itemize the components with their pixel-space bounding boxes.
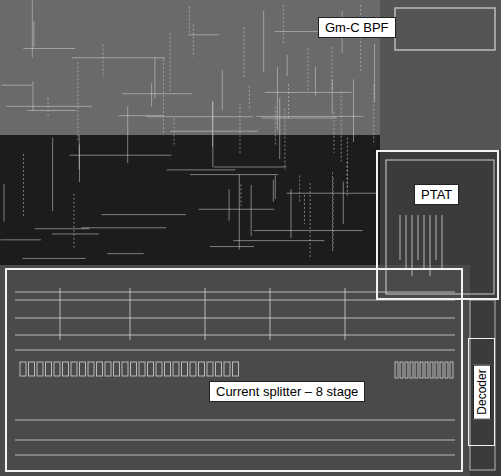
chip-region: PTAT: [376, 150, 499, 300]
region-label: Gm-C BPF: [318, 17, 396, 38]
region-label: Current splitter – 8 stage: [209, 381, 365, 402]
region-label: PTAT: [414, 184, 459, 205]
region-label: Decoder: [473, 364, 491, 419]
chip-region: Current splitter – 8 stage: [5, 268, 463, 472]
chip-region: Decoder: [468, 338, 495, 446]
chip-region: Gm-C BPF: [0, 0, 410, 140]
